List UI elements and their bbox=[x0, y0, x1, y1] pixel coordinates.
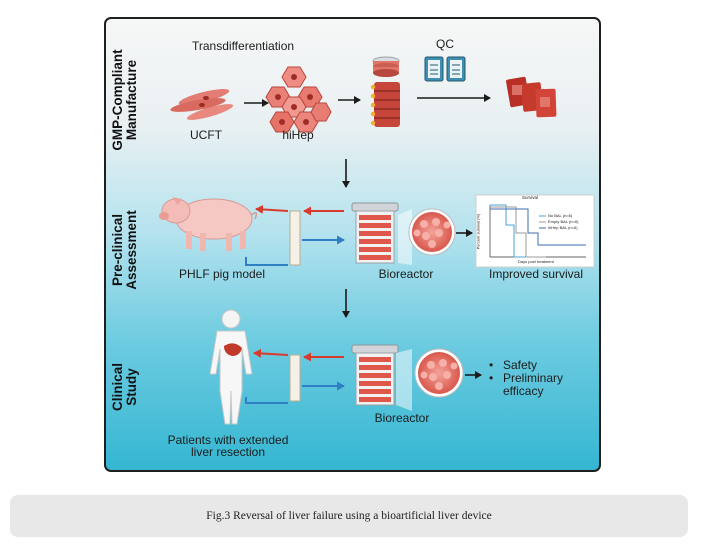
label-pig-model: PHLF pig model bbox=[178, 267, 266, 281]
bioreactor-2-icon bbox=[351, 344, 412, 411]
label-qc: QC bbox=[436, 37, 454, 51]
circuit-lines-1 bbox=[245, 204, 345, 266]
label-bioreactor-1: Bioreactor bbox=[378, 267, 434, 281]
label-ucft: UCFT bbox=[190, 128, 222, 142]
human-body-icon bbox=[209, 309, 253, 425]
cell-aggregate-1-icon bbox=[408, 208, 456, 256]
bioreactor-1-icon bbox=[351, 202, 412, 265]
section-label-manufacture: GMP-Compliant Manufacture bbox=[110, 49, 139, 151]
figure-caption: Fig.3 Reversal of liver failure using a … bbox=[206, 510, 492, 522]
bioreactor-stack-icon bbox=[370, 82, 400, 127]
qc-clipboard-icon bbox=[424, 56, 466, 82]
diagram-graphics bbox=[159, 56, 595, 425]
caption-box: Fig.3 Reversal of liver failure using a … bbox=[10, 495, 688, 537]
outcome-safety: Safety bbox=[489, 359, 573, 373]
survival-chart bbox=[475, 194, 595, 268]
chart-legend-2: Empty BAL (n=6) bbox=[548, 219, 579, 224]
chart-xlabel: Days post treatment bbox=[518, 259, 554, 264]
label-hihep: hiHep bbox=[282, 128, 314, 142]
chart-legend-1: No BAL (n=6) bbox=[548, 213, 573, 218]
label-improved-survival: Improved survival bbox=[488, 267, 584, 281]
figure-panel: GMP-Compliant Manufacture Pre-clinical A… bbox=[104, 17, 601, 472]
chart-legend-3: hiHep BAL (n=6) bbox=[548, 225, 578, 230]
chart-ylabel: Percent survival (%) bbox=[475, 213, 481, 250]
ucft-cells-icon bbox=[170, 89, 234, 120]
cell-dish-icon bbox=[372, 56, 400, 77]
circuit-lines-2 bbox=[245, 348, 345, 404]
label-patients: Patients with extended liver resection bbox=[167, 433, 289, 459]
pig-icon bbox=[159, 197, 258, 251]
chart-title: Survival bbox=[522, 195, 539, 200]
label-transdifferentiation: Transdifferentiation bbox=[192, 39, 295, 53]
hihep-cluster-icon bbox=[265, 66, 332, 133]
outcome-efficacy: Preliminary efficacy bbox=[489, 372, 573, 398]
section-label-preclinical: Pre-clinical Assessment bbox=[110, 210, 139, 290]
cell-aggregate-2-icon bbox=[414, 348, 464, 398]
outcomes-list: Safety Preliminary efficacy bbox=[489, 359, 573, 398]
section-label-clinical: Clinical Study bbox=[110, 362, 139, 412]
product-bags-icon bbox=[506, 76, 557, 118]
label-bioreactor-2: Bioreactor bbox=[374, 411, 430, 425]
